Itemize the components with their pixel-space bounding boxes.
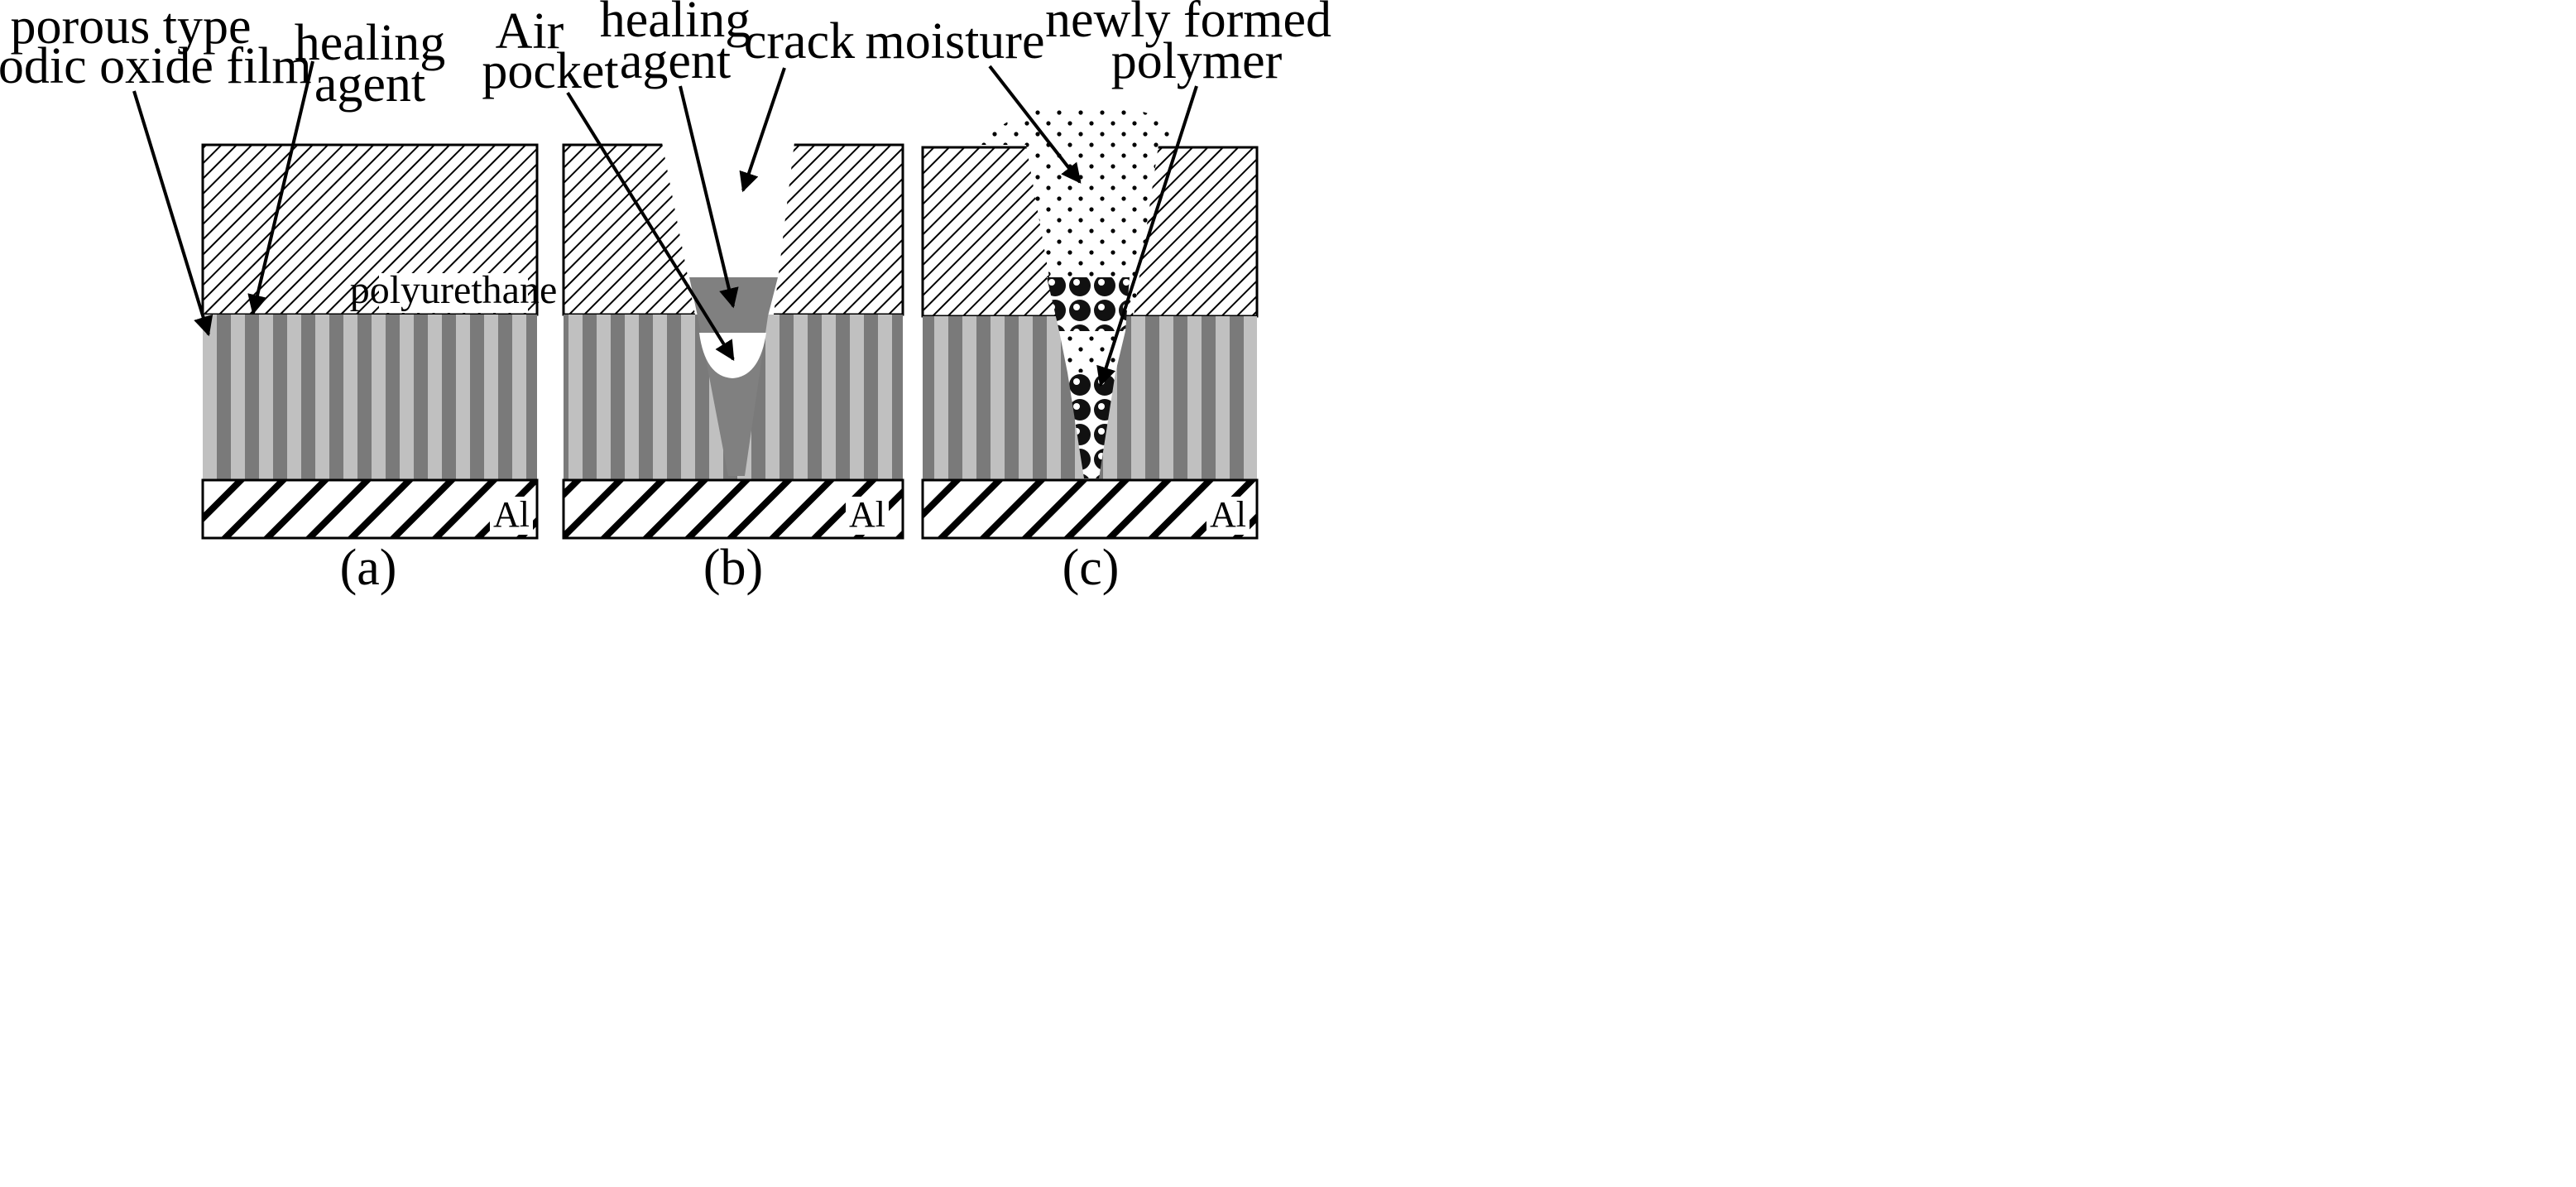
al-label-bg-a — [490, 497, 533, 535]
moisture-region-c — [981, 104, 1183, 316]
arrow-healing-agent-a — [247, 60, 314, 315]
al-label-c: Al — [1210, 494, 1246, 535]
al-label-a: Al — [493, 494, 530, 535]
polymer-lower-c — [1067, 372, 1115, 478]
aluminium-layer-c — [921, 478, 1259, 540]
arrows — [132, 60, 1198, 387]
polyurethane-label-bg — [379, 273, 528, 313]
aluminium-layer-a — [201, 478, 539, 540]
air-pocket-label-line2: pocket — [482, 43, 618, 99]
caption-a: (a) — [340, 540, 397, 596]
panel-a: polyurethane Al (a) — [201, 143, 558, 596]
moisture-label: moisture — [866, 13, 1045, 70]
porous-film-label-line2: anodic oxide film — [0, 38, 312, 94]
oxide-layer-a — [203, 315, 537, 480]
polyurethane-label: polyurethane — [350, 268, 558, 312]
arrow-crack — [739, 67, 786, 193]
healing-agent-label-b-line1: healing — [600, 0, 751, 48]
air-pocket-label-line1: Air — [496, 3, 564, 60]
healing-agent-label-a-line2: agent — [314, 56, 425, 113]
newly-formed-polymer-label-line1: newly formed — [1045, 0, 1331, 48]
arrow-healing-agent-b — [679, 85, 739, 309]
porous-film-label-line1: porous type — [10, 0, 251, 55]
healing-agent-label-a-line1: healing — [295, 15, 446, 71]
healing-agent-label-b-line2: agent — [620, 33, 731, 89]
newly-formed-polymer-label-line2: polymer — [1111, 33, 1283, 89]
arrow-porous-film — [132, 90, 213, 337]
al-label-b: Al — [849, 494, 885, 535]
caption-c: (c) — [1063, 540, 1120, 596]
polymer-upper-c — [1047, 277, 1130, 331]
al-label-bg-b — [846, 497, 889, 535]
panel-b: Al (b) — [562, 142, 904, 596]
arrow-air-pocket — [566, 91, 735, 362]
al-label-bg-c — [1206, 497, 1250, 535]
crack-label: crack — [744, 13, 855, 70]
caption-b: (b) — [703, 540, 763, 596]
panel-c: Al (c) — [921, 104, 1259, 596]
arrow-newly-formed-polymer — [1096, 85, 1198, 387]
crack-opening-b — [662, 142, 794, 315]
arrow-moisture — [988, 65, 1082, 184]
